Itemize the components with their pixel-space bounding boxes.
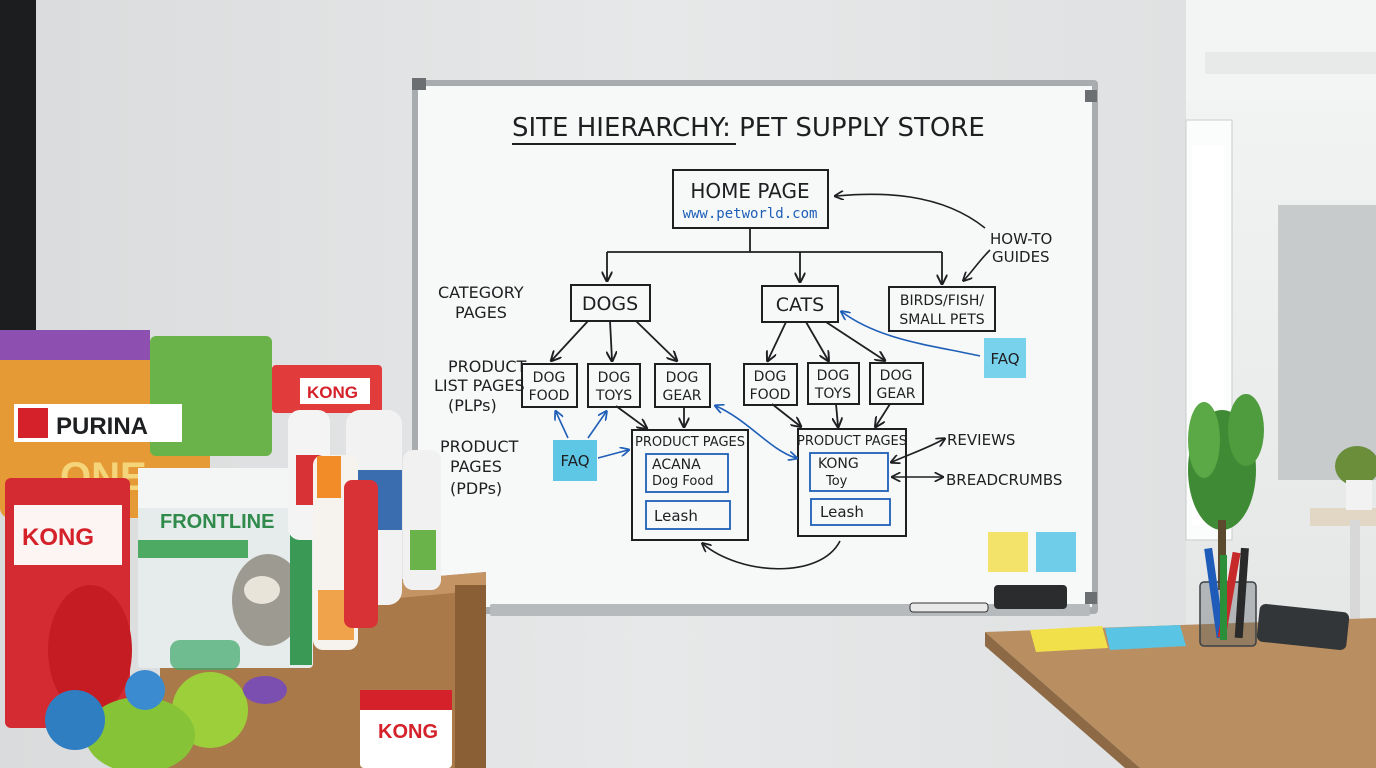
desk [985,547,1376,768]
blue-sticky [1036,532,1076,572]
whiteboard-title: SITE HIERARCHY: PET SUPPLY STORE [512,113,985,143]
svg-text:FRONTLINE: FRONTLINE [160,511,274,533]
category-dogs: DOGS [570,284,651,322]
svg-text:DOG: DOG [754,369,787,385]
yellow-sticky [988,532,1028,572]
svg-text:CATS: CATS [776,294,824,316]
dog-toys [45,640,287,768]
kong-box-bottom: KONG [360,690,452,768]
pdp-label-2: PAGES [450,457,502,476]
plp-cat-toys: DOG TOYS [807,362,860,405]
bottles [288,410,441,650]
plp-label-3: (PLPs) [448,396,497,415]
marker [909,602,989,613]
svg-text:FOOD: FOOD [529,388,570,404]
plp-dog-toys: DOG TOYS [587,363,641,408]
pdp-right: PRODUCT PAGES KONG Toy Leash [797,428,907,537]
category-birds: BIRDS/FISH/ SMALL PETS [888,286,996,332]
svg-text:BIRDS/FISH/: BIRDS/FISH/ [900,293,984,309]
faq-sticky-left: FAQ [553,440,597,481]
svg-text:ACANA: ACANA [652,457,701,473]
blue-cross-link [716,406,796,458]
svg-text:DOG: DOG [666,370,699,386]
svg-text:TOYS: TOYS [814,386,851,402]
svg-text:Toy: Toy [825,474,848,489]
how-to-label: HOW-TO [990,230,1052,248]
svg-text:SMALL PETS: SMALL PETS [899,312,984,328]
kong-box-small: KONG [272,365,382,413]
home-page-title: HOME PAGE [690,179,809,203]
kong-box-left: KONG [5,478,132,728]
plp-dog-food: DOG FOOD [521,363,578,408]
home-page-node: HOME PAGE www.petworld.com [672,169,829,229]
svg-text:DOGS: DOGS [582,293,638,315]
curved-link-arrow [703,540,841,570]
svg-text:Dog Food: Dog Food [652,474,714,489]
svg-text:Leash: Leash [820,503,864,521]
plp-dog-gear: DOG GEAR [654,363,711,408]
plp-label-1: PRODUCT [448,357,527,376]
plp-cat-food: DOG FOOD [743,363,798,406]
guides-label: GUIDES [992,248,1050,266]
svg-text:FAQ: FAQ [560,452,589,470]
category-label-2: PAGES [455,303,507,322]
svg-text:Leash: Leash [654,507,698,525]
svg-text:DOG: DOG [817,368,850,384]
svg-text:PRODUCT PAGES: PRODUCT PAGES [797,434,907,449]
pdp-label-3: (PDPs) [450,479,502,498]
svg-text:GEAR: GEAR [877,386,916,402]
frontline-box: FRONTLINE [138,468,313,668]
plp-label-2: LIST PAGES [434,376,525,395]
dark-door-frame [0,0,36,345]
svg-text:KONG: KONG [818,456,859,472]
svg-text:TOYS: TOYS [595,388,632,404]
svg-text:DOG: DOG [880,368,913,384]
svg-text:FOOD: FOOD [750,387,791,403]
faq-sticky-right: FAQ [984,338,1026,378]
svg-text:DOG: DOG [598,370,631,386]
svg-text:DOG: DOG [533,370,566,386]
plp-cat-gear: DOG GEAR [869,362,924,405]
category-label-1: CATEGORY [438,283,524,302]
svg-text:KONG: KONG [307,383,358,402]
svg-text:FAQ: FAQ [990,350,1019,368]
reviews-label: REVIEWS [947,431,1015,449]
plant [1188,394,1376,590]
breadcrumbs-label: BREADCRUMBS [946,471,1062,489]
category-cats: CATS [761,285,839,323]
pdp-label-1: PRODUCT [440,437,519,456]
purina-bag: PURINA ONE [0,330,272,518]
home-page-url: www.petworld.com [683,206,818,222]
purina-label: PURINA [56,413,148,440]
svg-text:KONG: KONG [378,721,438,743]
svg-text:PRODUCT PAGES: PRODUCT PAGES [635,435,745,450]
svg-text:GEAR: GEAR [663,388,702,404]
eraser [994,585,1067,609]
svg-text:KONG: KONG [22,524,94,551]
